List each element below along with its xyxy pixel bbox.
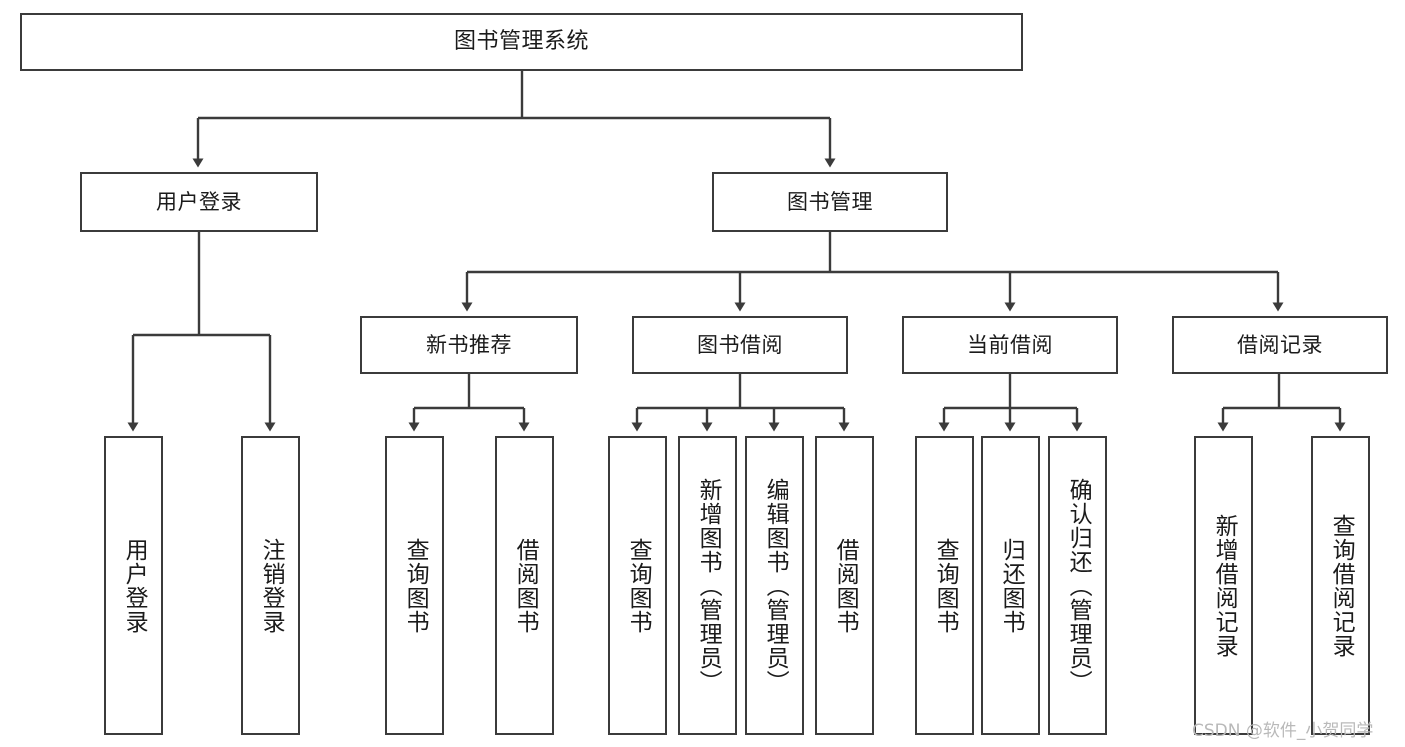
- node-label: 编辑图书（管理员）: [762, 477, 789, 694]
- node-label: 用户登录: [156, 189, 242, 214]
- node-label: 新增借阅记录: [1211, 513, 1238, 658]
- node-label: 用户登录: [121, 537, 148, 634]
- node-label: 查询图书: [932, 537, 959, 634]
- leaf-borrow-add-book-admin[interactable]: 新增图书（管理员）: [678, 436, 737, 735]
- node-label: 图书借阅: [697, 332, 783, 357]
- node-label: 查询图书: [625, 537, 652, 634]
- node-label: 查询借阅记录: [1328, 513, 1355, 658]
- node-label: 查询图书: [402, 537, 429, 634]
- node-borrow-record[interactable]: 借阅记录: [1172, 316, 1388, 374]
- node-label: 注销登录: [258, 537, 285, 634]
- node-label: 图书管理: [787, 189, 873, 214]
- leaf-user-login-login[interactable]: 用户登录: [104, 436, 163, 735]
- node-book-management[interactable]: 图书管理: [712, 172, 948, 232]
- csdn-watermark: CSDN @软件_小贺同学: [1192, 721, 1374, 741]
- leaf-borrow-edit-book-admin[interactable]: 编辑图书（管理员）: [745, 436, 804, 735]
- leaf-record-add-record[interactable]: 新增借阅记录: [1194, 436, 1253, 735]
- node-label: 当前借阅: [967, 332, 1053, 357]
- node-label: 借阅图书: [512, 537, 539, 634]
- leaf-current-query-book[interactable]: 查询图书: [915, 436, 974, 735]
- node-label: 图书管理系统: [453, 29, 589, 54]
- node-label: 借阅图书: [832, 537, 859, 634]
- node-label: 新书推荐: [426, 332, 512, 357]
- leaf-borrow-query-book[interactable]: 查询图书: [608, 436, 667, 735]
- leaf-user-login-logout[interactable]: 注销登录: [241, 436, 300, 735]
- leaf-recommend-query-book[interactable]: 查询图书: [385, 436, 444, 735]
- leaf-borrow-borrow-book[interactable]: 借阅图书: [815, 436, 874, 735]
- node-book-borrow[interactable]: 图书借阅: [632, 316, 848, 374]
- leaf-recommend-borrow-book[interactable]: 借阅图书: [495, 436, 554, 735]
- node-current-borrow[interactable]: 当前借阅: [902, 316, 1118, 374]
- node-root-system[interactable]: 图书管理系统: [20, 13, 1023, 71]
- node-new-book-recommend[interactable]: 新书推荐: [360, 316, 578, 374]
- leaf-current-confirm-return-admin[interactable]: 确认归还（管理员）: [1048, 436, 1107, 735]
- node-user-login[interactable]: 用户登录: [80, 172, 318, 232]
- node-label: 确认归还（管理员）: [1065, 477, 1092, 694]
- leaf-record-query-record[interactable]: 查询借阅记录: [1311, 436, 1370, 735]
- node-label: 借阅记录: [1237, 332, 1323, 357]
- node-label: 新增图书（管理员）: [695, 477, 722, 694]
- leaf-current-return-book[interactable]: 归还图书: [981, 436, 1040, 735]
- node-label: 归还图书: [998, 537, 1025, 634]
